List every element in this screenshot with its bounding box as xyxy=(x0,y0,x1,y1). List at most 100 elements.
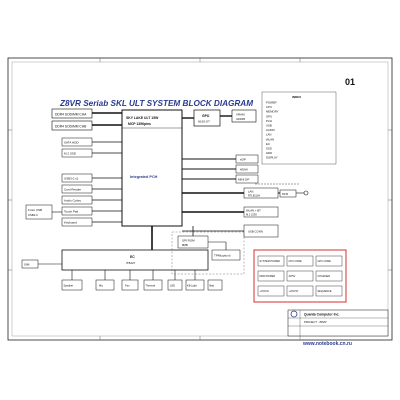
svg-text:HDMI: HDMI xyxy=(240,168,248,172)
page-number: 01 xyxy=(345,77,355,87)
power-item-box xyxy=(257,255,285,267)
svg-text:USB CONN: USB CONN xyxy=(248,230,263,234)
power-item-box xyxy=(257,270,285,282)
legend-item: CPU xyxy=(266,105,272,109)
svg-text:Keyboard: Keyboard xyxy=(64,221,77,225)
legend-item: WLAN xyxy=(266,137,274,141)
left-block-1: SATA HDD xyxy=(61,137,93,147)
svg-text:Front USB: Front USB xyxy=(28,208,42,212)
left-block-7: Keyboard xyxy=(61,217,93,227)
legend-item: POWER xyxy=(266,101,277,105)
svg-text:N16S-GT: N16S-GT xyxy=(198,120,210,124)
power-item-box xyxy=(315,285,343,297)
left-block-4: Card Reader xyxy=(61,184,93,194)
svg-text:Card Reader: Card Reader xyxy=(64,188,81,192)
watermark-link[interactable]: www.notebook.cn.ru xyxy=(302,341,352,347)
memory-chb: DDR4 SODIMM CHB xyxy=(51,120,93,131)
cpu-block: SKY LAKE ULT 15W MCP 1356pins Integrated… xyxy=(121,109,183,227)
svg-text:SIM: SIM xyxy=(24,263,30,267)
svg-text:SATA HDD: SATA HDD xyxy=(64,141,79,145)
left-block-2: M.2 SSD xyxy=(61,148,93,158)
sim-block: SIM xyxy=(21,259,39,269)
gpu-block: GPU N16S-GT xyxy=(193,109,221,127)
power-item-box xyxy=(315,270,343,282)
svg-text:SPI ROM: SPI ROM xyxy=(182,239,195,243)
svg-text:Thermal: Thermal xyxy=(146,284,156,288)
svg-text:RJ45: RJ45 xyxy=(282,192,289,196)
svg-text:8MB: 8MB xyxy=(182,243,188,247)
ec-block: EC IT8227 xyxy=(61,249,209,271)
edp-block: eDP xyxy=(235,154,259,164)
power-item-label: 3V/5V xyxy=(289,275,296,278)
frame-ticks xyxy=(8,58,392,340)
legend-item: EC xyxy=(266,142,270,146)
power-item-box xyxy=(257,285,285,297)
bottom-row: Speaker Mic Fan Thermal LED KB Light Bat… xyxy=(61,279,223,291)
svg-text:DDR4 SODIMM CHA: DDR4 SODIMM CHA xyxy=(55,113,87,117)
power-item-box xyxy=(315,255,343,267)
footer-block: Quanta Computer Inc. PROJECT : Z8VR xyxy=(287,309,389,337)
svg-text:TPM(option): TPM(option) xyxy=(214,254,231,258)
hdmi-block: HDMI xyxy=(235,164,259,174)
legend-item: HDD xyxy=(266,151,272,155)
svg-text:USB2.0: USB2.0 xyxy=(28,213,38,217)
tpm-block: TPM(option) xyxy=(211,249,241,261)
power-item-label: SYSTEM POWER xyxy=(260,260,281,263)
svg-text:Touch Pad: Touch Pad xyxy=(64,210,79,214)
usb-conn-block: USB CONN xyxy=(243,224,279,238)
svg-text:MINI DP: MINI DP xyxy=(238,178,249,182)
power-item-label: DDR POWER xyxy=(260,275,276,278)
quanta-logo-icon xyxy=(290,310,298,318)
svg-text:LED: LED xyxy=(170,284,175,288)
svg-text:Fan: Fan xyxy=(125,284,130,288)
legend-item: AUDIO xyxy=(266,128,276,132)
svg-text:EC: EC xyxy=(130,255,135,259)
legend-item: SSD xyxy=(266,147,272,151)
power-item-box xyxy=(286,255,314,267)
vram-block: VRAM GDDR5 xyxy=(231,109,257,123)
power-item-label: CPU CORE xyxy=(289,260,303,263)
power-item-box xyxy=(286,270,314,282)
front-usb-block: Front USB USB2.0 xyxy=(25,204,53,220)
svg-text:eDP: eDP xyxy=(240,158,246,162)
svg-text:GDDR5: GDDR5 xyxy=(236,117,246,121)
svg-text:KB Light: KB Light xyxy=(187,284,197,288)
left-block-3: USB3.0 x2 xyxy=(61,173,93,183)
rj45-block: RJ45 xyxy=(279,189,297,198)
svg-text:Mic: Mic xyxy=(99,284,104,288)
svg-text:USB3.0 x2: USB3.0 x2 xyxy=(64,177,79,181)
power-item-label: SEQUENCE xyxy=(318,290,332,293)
legend-item: PCH xyxy=(266,119,272,123)
svg-text:DDR4 SODIMM CHB: DDR4 SODIMM CHB xyxy=(55,125,87,129)
svg-text:Quanta Computer Inc.: Quanta Computer Inc. xyxy=(304,313,339,317)
svg-text:GPU: GPU xyxy=(202,114,210,118)
index-legend: INDEX POWERCPUMEMORYGPUPCHUSBAUDIOLANWLA… xyxy=(261,91,337,165)
legend-item: DISPLAY xyxy=(266,156,278,160)
dashed-group xyxy=(171,231,245,275)
svg-text:M.2 2230: M.2 2230 xyxy=(246,213,257,217)
legend-item: LAN xyxy=(266,133,271,137)
svg-text:MCP 1356pins: MCP 1356pins xyxy=(128,122,151,126)
svg-text:RTL8111H: RTL8111H xyxy=(248,194,260,198)
svg-text:M.2 SSD: M.2 SSD xyxy=(64,152,77,156)
svg-text:WLAN + BT: WLAN + BT xyxy=(246,209,261,213)
svg-text:VRAM: VRAM xyxy=(236,113,245,117)
memory-cha: DDR4 SODIMM CHA xyxy=(51,108,93,119)
power-item-label: +VCCST xyxy=(289,290,299,293)
legend-item: GPU xyxy=(266,114,272,118)
wlan-block: WLAN + BT M.2 2230 xyxy=(243,206,279,218)
svg-text:SKY LAKE ULT 15W: SKY LAKE ULT 15W xyxy=(126,116,159,120)
legend-item: USB xyxy=(266,124,272,128)
lan-block: LAN RTL8111H xyxy=(243,187,279,199)
minidp-block: MINI DP xyxy=(235,174,259,184)
power-item-label: +VCCIO xyxy=(260,290,269,293)
svg-text:INDEX: INDEX xyxy=(292,95,301,99)
pch-label: Integrated PCH xyxy=(130,175,158,179)
bus-lines xyxy=(38,112,309,280)
svg-text:IT8227: IT8227 xyxy=(126,261,136,265)
power-item-label: CHARGER xyxy=(318,275,331,278)
spi-rom-block: SPI ROM 8MB xyxy=(177,235,209,249)
left-block-5: Audio Codec xyxy=(61,195,93,205)
